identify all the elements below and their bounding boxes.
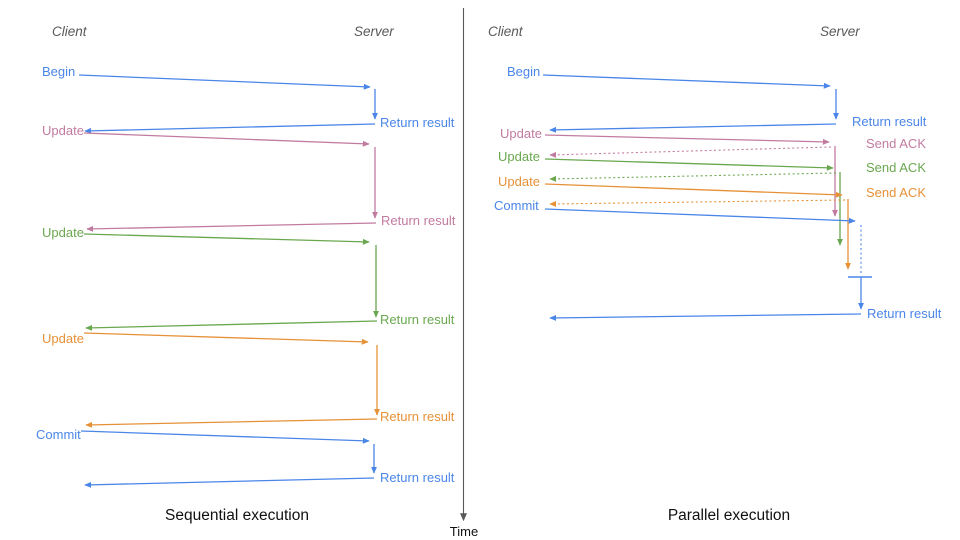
par-update1-ack-label: Send ACK: [866, 136, 926, 151]
seq-update2-return-arrow: [85, 320, 378, 331]
seq-commit-return-arrow: [84, 477, 375, 488]
par-begin-response-label: Return result: [852, 114, 927, 129]
seq-update3-label: Update: [42, 331, 84, 346]
seq-update3-request-arrow: [83, 332, 369, 345]
seq-update2-request-arrow: [83, 233, 370, 245]
sequential-client-header: Client: [52, 24, 88, 39]
par-update1-ack-arrow: [549, 146, 832, 158]
time-axis-label: Time: [450, 524, 478, 539]
par-update2-request-arrow: [544, 158, 834, 171]
seq-commit-response-label: Return result: [380, 470, 455, 485]
parallel-caption: Parallel execution: [668, 507, 790, 524]
par-commit-request-arrow: [544, 208, 856, 224]
sequential-panel: Client Server Begin Return result Update…: [36, 24, 456, 524]
seq-update1-return-arrow: [86, 222, 377, 232]
seq-begin-return-arrow: [84, 123, 376, 134]
par-update3-label: Update: [498, 174, 540, 189]
par-update3-request-arrow: [544, 183, 843, 198]
par-update1-request-arrow: [544, 134, 830, 145]
seq-commit-request-arrow: [80, 430, 370, 444]
par-update2-ack-label: Send ACK: [866, 160, 926, 175]
parallel-client-header: Client: [488, 24, 524, 39]
seq-update3-response-label: Return result: [380, 409, 455, 424]
par-begin-label: Begin: [507, 64, 540, 79]
time-axis: Time: [450, 8, 478, 539]
par-begin-return-arrow: [549, 123, 837, 133]
seq-begin-request-arrow: [78, 74, 371, 90]
parallel-panel: Client Server Begin Return result Update…: [488, 24, 942, 524]
par-update2-label: Update: [498, 149, 540, 164]
seq-update2-label: Update: [42, 225, 84, 240]
par-update1-label: Update: [500, 126, 542, 141]
sequential-server-header: Server: [354, 24, 394, 39]
seq-begin-label: Begin: [42, 64, 75, 79]
seq-update2-response-label: Return result: [380, 312, 455, 327]
seq-commit-label: Commit: [36, 427, 81, 442]
par-commit-response-label: Return result: [867, 306, 942, 321]
seq-update1-request-arrow: [83, 132, 370, 147]
seq-update1-response-label: Return result: [381, 213, 456, 228]
seq-update1-label: Update: [42, 123, 84, 138]
parallel-server-header: Server: [820, 24, 860, 39]
par-update3-ack-arrow: [549, 199, 846, 207]
par-commit-label: Commit: [494, 198, 539, 213]
seq-begin-response-label: Return result: [380, 115, 455, 130]
seq-update3-return-arrow: [85, 418, 378, 428]
par-update2-ack-arrow: [549, 172, 837, 182]
sequential-caption: Sequential execution: [165, 507, 309, 524]
par-commit-return-arrow: [549, 313, 862, 321]
par-update3-ack-label: Send ACK: [866, 185, 926, 200]
par-begin-request-arrow: [542, 74, 831, 89]
